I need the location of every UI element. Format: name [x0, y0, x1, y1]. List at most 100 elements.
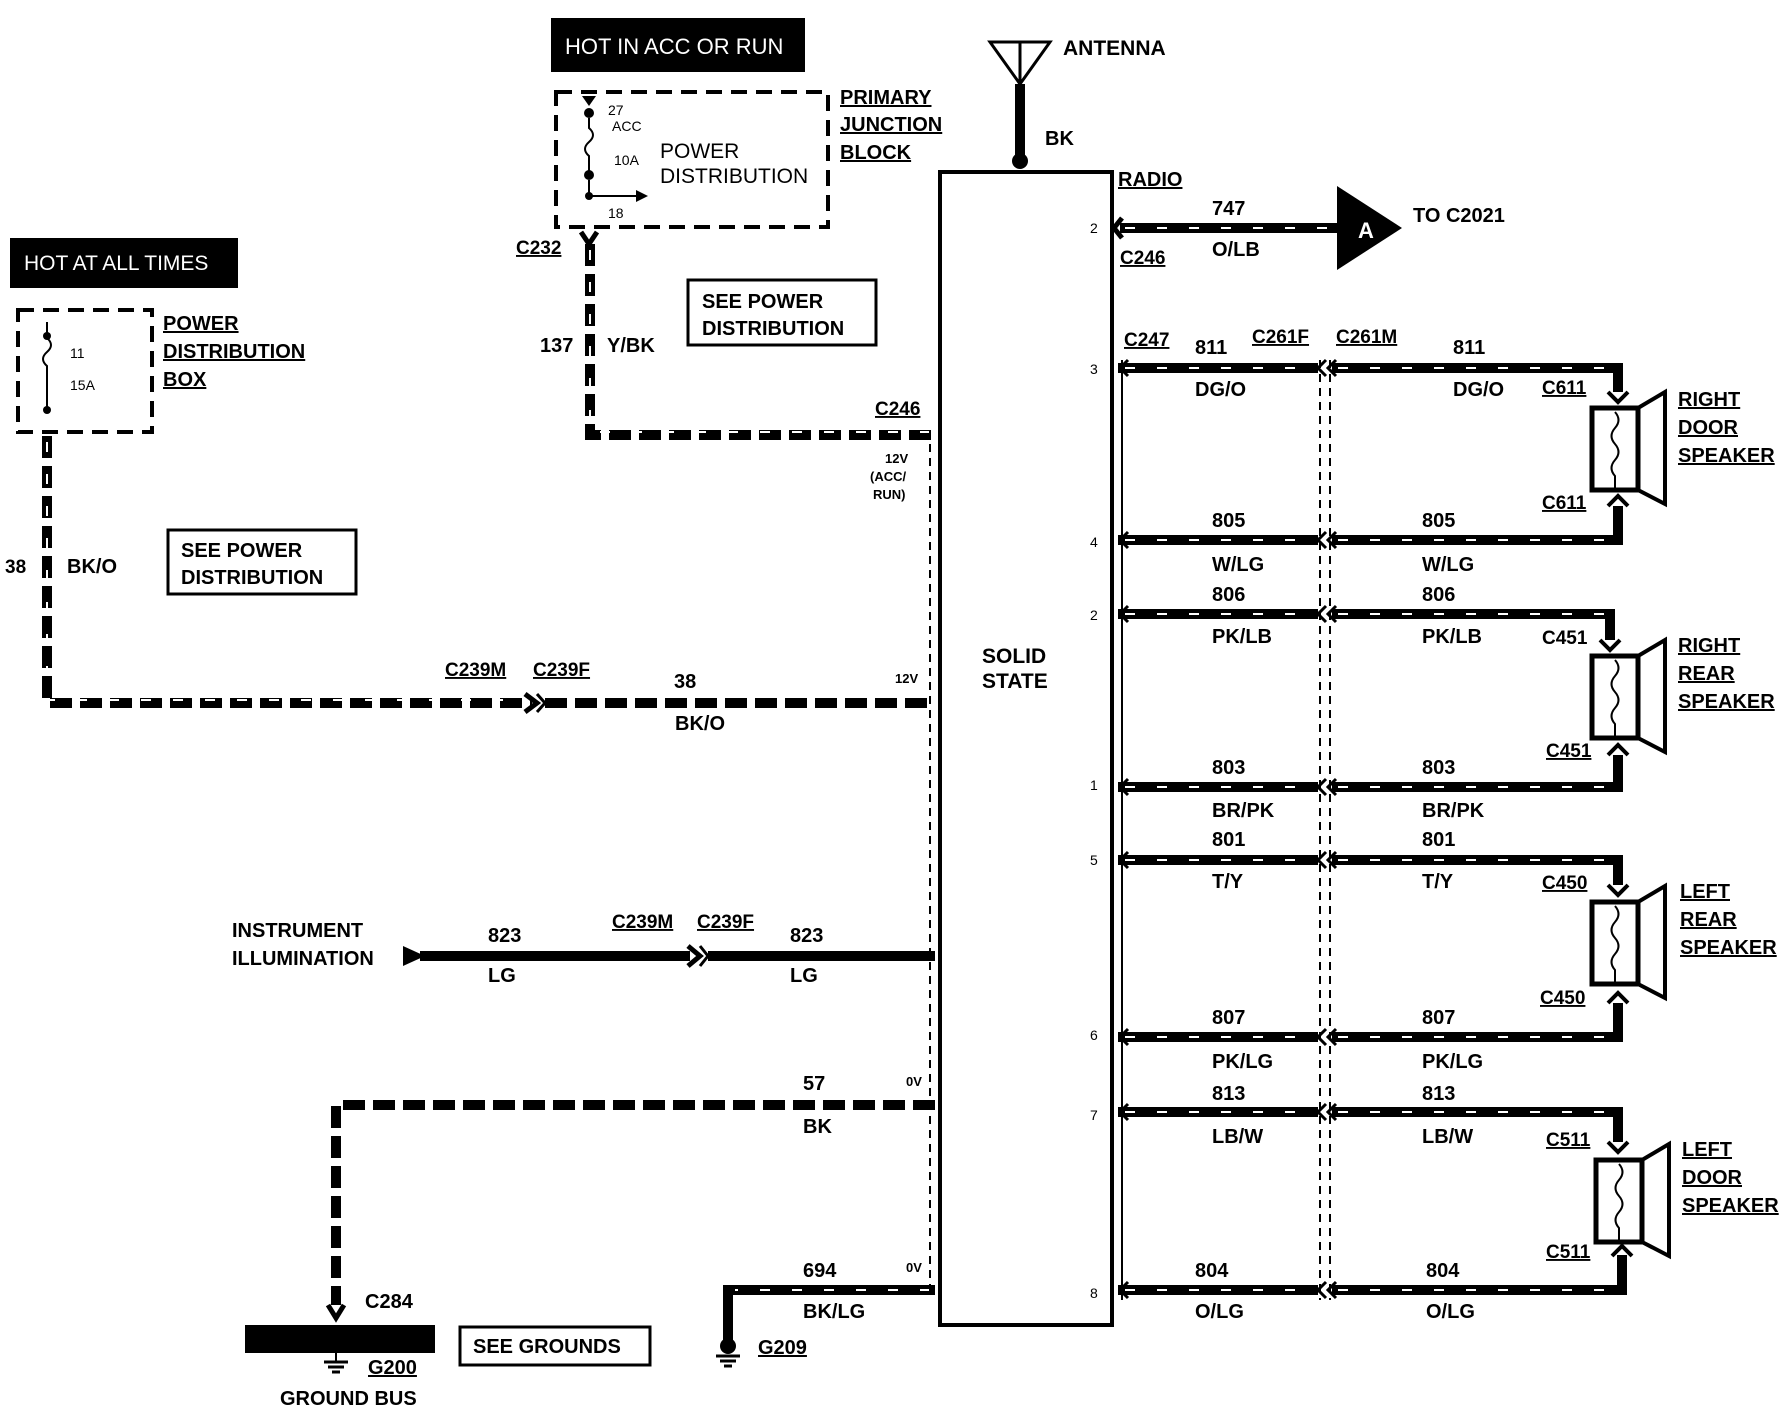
wire-801a-color: T/Y [1212, 871, 1244, 893]
v12-label: 12V [895, 671, 918, 686]
see-pd-left-line2: DISTRIBUTION [181, 567, 323, 589]
pin-right-8: 8 [1090, 1285, 1098, 1301]
wire-807a-color: PK/LG [1212, 1051, 1273, 1073]
c246-antenna-label: C246 [1120, 248, 1165, 269]
wire-807b-number: 807 [1422, 1007, 1455, 1029]
solid-state-line2: STATE [982, 670, 1048, 693]
ground-g209-icon [716, 1338, 740, 1368]
antenna-label: ANTENNA [1063, 37, 1166, 60]
pdist-label-1: POWER [660, 140, 739, 163]
instrument-arrow-icon [403, 946, 425, 966]
fuse11-amp: 15A [70, 377, 96, 393]
svg-text:HOT IN ACC OR RUN: HOT IN ACC OR RUN [565, 34, 783, 59]
c261m-label: C261M [1336, 327, 1397, 348]
wire-807b-color: PK/LG [1422, 1051, 1483, 1073]
c246-antenna-connector-icon [1110, 216, 1124, 240]
wire-803 [1118, 755, 1623, 792]
lrs-label-1: LEFT [1680, 881, 1730, 903]
fuse-11-icon [42, 322, 52, 414]
wire-813 [1118, 1107, 1623, 1142]
pin-right-4: 4 [1090, 534, 1098, 550]
wire-811b-number: 811 [1453, 337, 1485, 359]
see-pd-top-line1: SEE POWER [702, 291, 824, 313]
pin-right-2a: 2 [1090, 220, 1098, 236]
svg-text:HOT AT ALL TIMES: HOT AT ALL TIMES [24, 252, 208, 275]
wire-805a-color: W/LG [1212, 554, 1264, 576]
antenna-icon [987, 40, 1053, 169]
c511-bottom-label: C511 [1546, 1242, 1591, 1263]
off-page-arrow-a [1337, 186, 1402, 270]
wire-823b-color: LG [790, 965, 818, 987]
wire-747-number: 747 [1212, 198, 1245, 220]
wire-137-color: Y/BK [607, 335, 655, 357]
wire-807 [1118, 1003, 1623, 1042]
wire-813b-color: LB/W [1422, 1126, 1473, 1148]
fuse11-number: 11 [70, 345, 85, 361]
wire-806b-color: PK/LB [1422, 626, 1482, 648]
see-power-distribution-left[interactable] [166, 528, 358, 596]
v12-acc-label-b: (ACC/ [870, 469, 906, 484]
pin-right-6: 6 [1090, 1027, 1098, 1043]
c284-connector-icon [325, 1303, 347, 1323]
pin-right-3: 3 [1090, 361, 1098, 377]
see-grounds-box[interactable] [458, 1325, 652, 1367]
fuse27-acc: ACC [612, 118, 642, 134]
pin-right-1: 1 [1090, 777, 1098, 793]
see-power-distribution-top[interactable] [686, 278, 878, 347]
v0-a-label: 0V [906, 1074, 922, 1089]
wire-805 [1118, 506, 1623, 545]
wire-57 [331, 1100, 935, 1305]
wire-803b-color: BR/PK [1422, 800, 1485, 822]
rds-label-1: RIGHT [1678, 389, 1740, 411]
wire-807a-number: 807 [1212, 1007, 1245, 1029]
c450-bottom-label: C450 [1540, 988, 1585, 1009]
wire-694-color: BK/LG [803, 1301, 865, 1323]
wire-823a-color: LG [488, 965, 516, 987]
v12-acc-label-c: RUN) [873, 487, 906, 502]
wire-803a-number: 803 [1212, 757, 1245, 779]
ground-g200-icon [324, 1353, 348, 1374]
wire-801b-number: 801 [1422, 829, 1455, 851]
g200-label: G200 [368, 1357, 417, 1379]
ground-bus-bar [245, 1325, 435, 1353]
wire-823b-number: 823 [790, 925, 823, 947]
radio-label: RADIO [1118, 169, 1182, 191]
solid-state-line1: SOLID [982, 645, 1046, 668]
wire-747-color: O/LB [1212, 239, 1260, 261]
wire-804b-number: 804 [1426, 1260, 1460, 1282]
wire-813a-number: 813 [1212, 1083, 1245, 1105]
right-door-speaker-icon [1589, 388, 1667, 508]
wire-694-number: 694 [803, 1260, 837, 1282]
hot-at-all-times-badge: HOT AT ALL TIMES [10, 238, 238, 288]
c451-bottom-label: C451 [1546, 741, 1592, 762]
c511-top-label: C511 [1546, 1130, 1591, 1151]
pdb-label-1: POWER [163, 313, 239, 335]
primary-junction-block [554, 90, 830, 229]
rrs-label-3: SPEAKER [1678, 691, 1775, 713]
v12-acc-label: 12V [885, 451, 908, 466]
wire-38-left [42, 436, 532, 708]
pdist-label-2: DISTRIBUTION [660, 165, 808, 188]
wire-805b-number: 805 [1422, 510, 1455, 532]
wire-811a-number: 811 [1195, 337, 1227, 359]
lrs-label-2: REAR [1680, 909, 1737, 931]
wire-57-color: BK [803, 1116, 832, 1138]
pjb-label-3: BLOCK [840, 142, 912, 164]
wire-38-number: 38 [674, 671, 696, 693]
c611-top-label: C611 [1542, 378, 1587, 399]
c247-label: C247 [1124, 330, 1169, 351]
wire-813b-number: 813 [1422, 1083, 1455, 1105]
wire-803b-number: 803 [1422, 757, 1455, 779]
see-pd-left-line1: SEE POWER [181, 540, 303, 562]
c239-connector-a-icon [523, 692, 542, 714]
pjb-label-1: PRIMARY [840, 87, 932, 109]
wire-804 [1118, 1255, 1627, 1295]
wire-38-left-color: BK/O [67, 556, 117, 578]
pin-right-5: 5 [1090, 852, 1098, 868]
left-door-speaker-icon [1593, 1140, 1671, 1260]
wire-801b-color: T/Y [1422, 871, 1454, 893]
wire-806 [1118, 609, 1615, 640]
ground-bus-label: GROUND BUS [280, 1388, 417, 1408]
c232-connector-icon [578, 230, 600, 249]
